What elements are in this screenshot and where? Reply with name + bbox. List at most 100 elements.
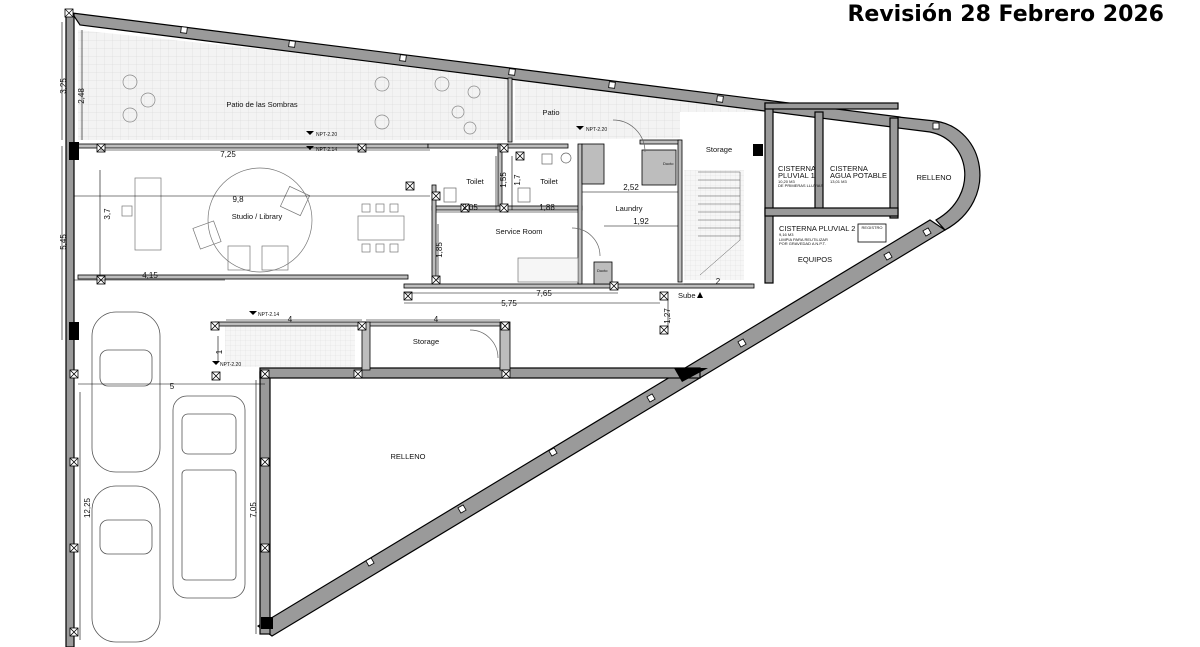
- dim-4b: 4: [434, 315, 439, 324]
- dim-415: 4,15: [142, 271, 158, 280]
- ducto-box-2: [593, 261, 613, 285]
- service-bottom-wall: [403, 283, 755, 289]
- parked-cars: [91, 311, 246, 643]
- dim-725: 7,25: [220, 150, 236, 159]
- stairs: [698, 171, 741, 276]
- cistern-wall-mid2: [889, 117, 899, 219]
- dim-252: 2,52: [623, 183, 639, 192]
- house-top-wall: [77, 143, 429, 149]
- revision-title: Revisión 28 Febrero 2026: [847, 2, 1164, 27]
- cisterna-p2-note-2: POR GRAVEDAD A N.P.T.: [779, 241, 826, 246]
- registro-box: [857, 223, 887, 243]
- label-ducto-2: Ducto: [597, 268, 608, 273]
- hypotenuse-wall: [256, 219, 947, 637]
- cisterna-agua-line-2: AGUA POTABLE: [830, 171, 887, 180]
- corridor-floor: [225, 325, 355, 367]
- dim-705: 7,05: [249, 502, 258, 518]
- dim-5: 5: [170, 382, 175, 391]
- right-arc-wall: [897, 116, 981, 231]
- room-toilet-1: Toilet: [466, 177, 484, 186]
- ducto-box-1: [641, 149, 677, 186]
- cistern-wall-left: [764, 102, 774, 284]
- cisterna-1-note: DE PRIMERAS LLUVIAS: [778, 183, 823, 188]
- room-cisterna-1: CISTERNA PLUVIAL 1: [778, 164, 818, 180]
- room-storage-bottom: Storage: [413, 337, 439, 346]
- dim-188: 1,88: [539, 203, 555, 212]
- dim-205: 2,05: [462, 203, 478, 212]
- room-relleno-right: RELLENO: [916, 173, 951, 182]
- service-wall-right: [577, 143, 583, 285]
- room-relleno-bottom: RELLENO: [390, 452, 425, 461]
- room-cisterna-agua: CISTERNA AGUA POTABLE: [830, 164, 887, 180]
- label-sube: Sube: [678, 291, 696, 300]
- room-equipos: EQUIPOS: [798, 255, 832, 264]
- room-storage-top: Storage: [706, 145, 732, 154]
- column-x-markers: [69, 143, 669, 637]
- cisterna-1-line-2: PLUVIAL 1: [778, 171, 815, 180]
- dim-765: 7,65: [536, 289, 552, 298]
- house-bottom-wall: [77, 274, 409, 280]
- dim-155: 1,55: [499, 172, 508, 188]
- storage-wall-v: [677, 139, 683, 283]
- dim-248: 2,48: [77, 88, 86, 104]
- registro-label: REGISTRO: [862, 225, 883, 230]
- dim-1: 1: [215, 349, 224, 354]
- level-mark-icon: [306, 146, 314, 150]
- cisterna-1-volume: 10,20 M3: [778, 179, 795, 184]
- level-npt-3: NPT-2.20: [586, 127, 607, 133]
- patio-furniture: [122, 74, 481, 135]
- level-mark-icon: [249, 311, 257, 315]
- parking-top-wall: [259, 367, 701, 379]
- dim-98: 9,8: [232, 195, 244, 204]
- sube-arrow-icon: [697, 292, 703, 298]
- label-ducto-1: Ducto: [663, 161, 674, 166]
- room-cisterna-p2: CISTERNA PLUVIAL 2: [779, 224, 855, 233]
- cisterna-1-line-1: CISTERNA: [778, 164, 816, 173]
- dim-545: 5,45: [59, 234, 68, 250]
- dim-4a: 4: [288, 315, 293, 324]
- room-service: Service Room: [495, 227, 542, 236]
- room-patio: Patio: [542, 108, 559, 117]
- level-mark-icon: [306, 131, 314, 135]
- storage-wall: [639, 139, 681, 145]
- dim-575: 5,75: [501, 299, 517, 308]
- dim-192: 1,92: [633, 217, 649, 226]
- level-npt-1: NPT-2.20: [316, 132, 337, 138]
- dimension-labels: 3,25 2,48 7,25 9,8 3,7 5,45 4,15 1,55 1,…: [59, 78, 721, 518]
- dim-17: 1,7: [513, 174, 522, 186]
- room-studio: Studio / Library: [232, 212, 283, 221]
- cisterna-p2-note-1: LIMPIA PARA REUTILIZAR: [779, 237, 828, 242]
- parking-inner-wall: [259, 371, 271, 635]
- level-marks: NPT-2.20 NPT-2.14 NPT-2.20 NPT-2.14 NPT-…: [212, 126, 607, 368]
- dim-127: 1,27: [663, 308, 672, 324]
- dim-37: 3,7: [103, 208, 112, 220]
- dimension-lines: [61, 22, 752, 640]
- level-npt-4: NPT-2.14: [258, 312, 279, 318]
- patio-sombras-floor: [78, 30, 510, 140]
- room-laundry: Laundry: [615, 204, 642, 213]
- column-markers: [64, 8, 940, 629]
- room-patio-sombras: Patio de las Sombras: [226, 100, 298, 109]
- cistern-wall-mid1: [814, 111, 824, 213]
- cistern-wall-h: [764, 207, 899, 217]
- laundry-wall: [581, 143, 605, 185]
- cisterna-2-volume: 13,01 M3: [830, 179, 847, 184]
- cistern-wall-top: [764, 102, 899, 110]
- fixtures: [443, 119, 646, 359]
- level-mark-icon: [212, 361, 220, 365]
- studio-furniture: [121, 167, 579, 283]
- dim-325: 3,25: [59, 78, 68, 94]
- cisterna-agua-line-1: CISTERNA: [830, 164, 868, 173]
- stair-floor: [684, 170, 744, 280]
- patio-floor: [515, 76, 765, 140]
- level-npt-2: NPT-2.14: [316, 147, 337, 153]
- patio-divider: [507, 77, 513, 143]
- dim-1225: 12,25: [83, 497, 92, 518]
- room-toilet-2: Toilet: [540, 177, 558, 186]
- dim-2: 2: [716, 277, 721, 286]
- level-npt-5: NPT-2.20: [220, 362, 241, 368]
- dim-185: 1,85: [435, 242, 444, 258]
- cisterna-p2-volume: 9,16 M3: [779, 232, 794, 237]
- level-mark-icon: [576, 126, 584, 130]
